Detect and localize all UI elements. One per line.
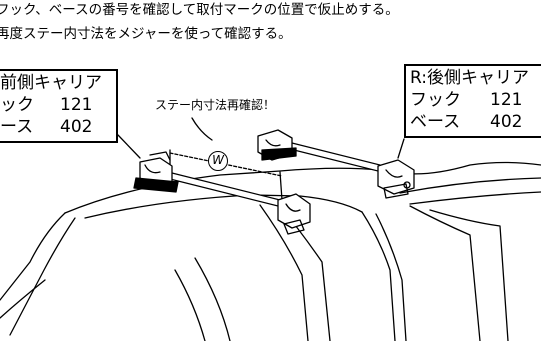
w-dimension-marker: W <box>208 151 228 171</box>
front-base-number: 402 <box>60 117 93 137</box>
rear-box-leader <box>397 138 405 159</box>
window-rear <box>409 205 481 341</box>
stay-dimension-note: ステー内寸法再確認！ <box>155 98 276 112</box>
window-pillar-2 <box>375 213 407 341</box>
front-carrier-title: 前側キャリア <box>0 73 102 93</box>
window-pillar <box>361 211 396 341</box>
drip-rail-rear <box>399 177 541 194</box>
dimension-right-ext <box>279 171 283 201</box>
roof-front-edge-inner <box>9 217 76 336</box>
front-box-leader <box>117 134 141 159</box>
foot-rear-left <box>257 129 297 161</box>
note-leader <box>191 117 213 141</box>
foot-front-left <box>133 151 179 193</box>
rear-carrier-title: R:後側キャリア <box>410 68 530 88</box>
front-base-label: ース <box>0 117 34 137</box>
drip-rail-front <box>84 194 363 219</box>
foot-rear-right <box>377 159 415 199</box>
hood-line <box>0 279 46 319</box>
front-hook-number: 121 <box>60 95 93 115</box>
windshield-line <box>194 257 231 341</box>
rear-hook-number: 121 <box>490 90 523 110</box>
windshield-line-2 <box>174 269 206 341</box>
body-line <box>409 191 541 205</box>
roof-front-edge <box>0 212 66 301</box>
foot-front-right <box>277 193 311 235</box>
front-hook-label: ック <box>0 95 34 115</box>
w-label: W <box>212 153 224 167</box>
window-frame-2 <box>259 204 309 341</box>
rear-hook-label: フック <box>410 90 461 110</box>
front-carrier-box: 前側キャリア ック 121 ース 402 <box>0 69 118 143</box>
window-rear-2 <box>429 209 509 341</box>
rear-base-label: ベース <box>410 112 461 132</box>
rear-carrier-box: R:後側キャリア フック 121 ベース 402 <box>404 64 541 138</box>
instruction-line-2: 再度ステー内寸法をメジャーを使って確認する。 <box>0 26 292 42</box>
rear-base-number: 402 <box>490 112 523 132</box>
instruction-line-1: フック、ベースの番号を確認して取付マークの位置で仮止めする。 <box>0 2 399 18</box>
